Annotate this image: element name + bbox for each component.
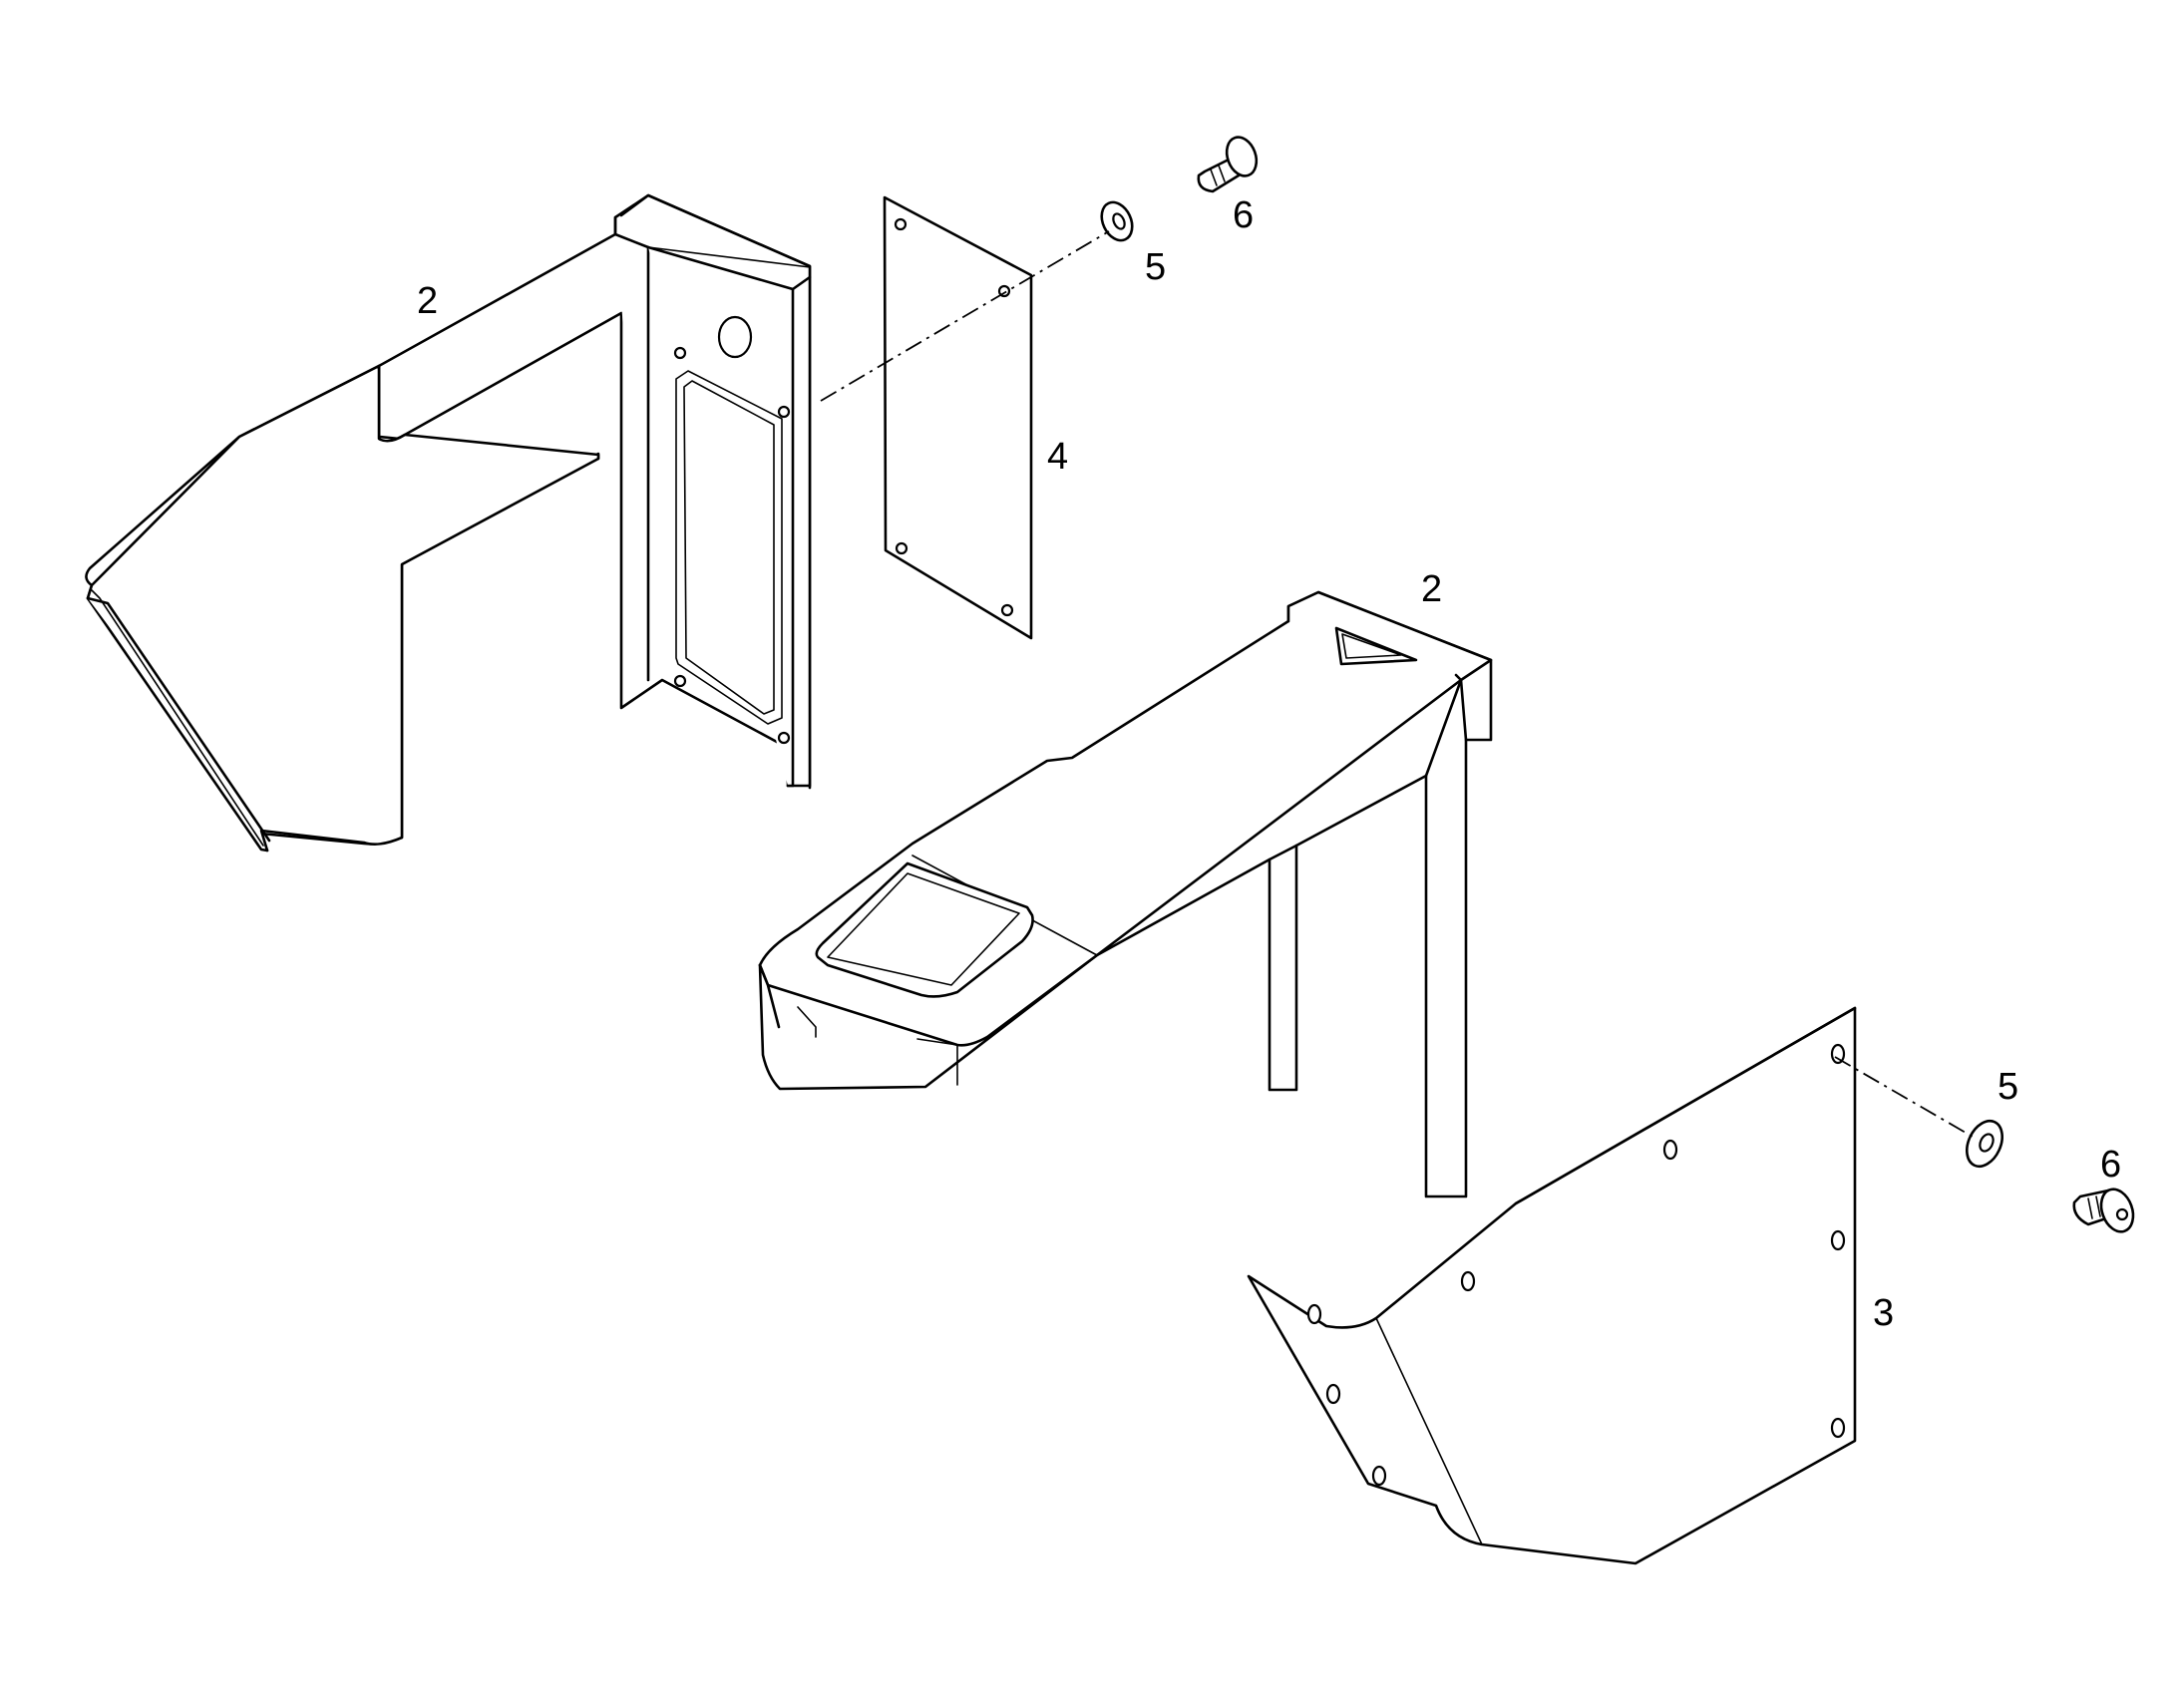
- part-2-arm-bracket: [758, 590, 1493, 1198]
- callout-6-lower: 6: [2100, 1144, 2121, 1186]
- callout-2-arm: 2: [1421, 568, 1442, 610]
- part-5-washer-lower: [1966, 1119, 2003, 1169]
- part-4-cover-plate: [883, 195, 1033, 640]
- callout-5-upper: 5: [1145, 246, 1166, 288]
- callout-5-lower: 5: [1998, 1066, 2018, 1108]
- callout-2-upper: 2: [417, 280, 438, 322]
- part-3-lower-cover: [1247, 1006, 1857, 1565]
- leader-line-lower: [1834, 1056, 1974, 1138]
- callout-4: 4: [1047, 436, 1068, 478]
- callout-3: 3: [1873, 1292, 1894, 1334]
- leader-lines: [820, 230, 1974, 1138]
- callout-labels: 2 2 3 4 5 5 6 6: [417, 194, 2121, 1334]
- part-6-screw-upper: [1197, 136, 1259, 193]
- part-5-washer-upper: [1100, 200, 1134, 242]
- part-6-screw-lower: [2072, 1188, 2135, 1233]
- leader-line-upper: [820, 230, 1110, 402]
- callout-6-upper: 6: [1233, 194, 1254, 236]
- part-2-upper-bracket: [85, 193, 812, 853]
